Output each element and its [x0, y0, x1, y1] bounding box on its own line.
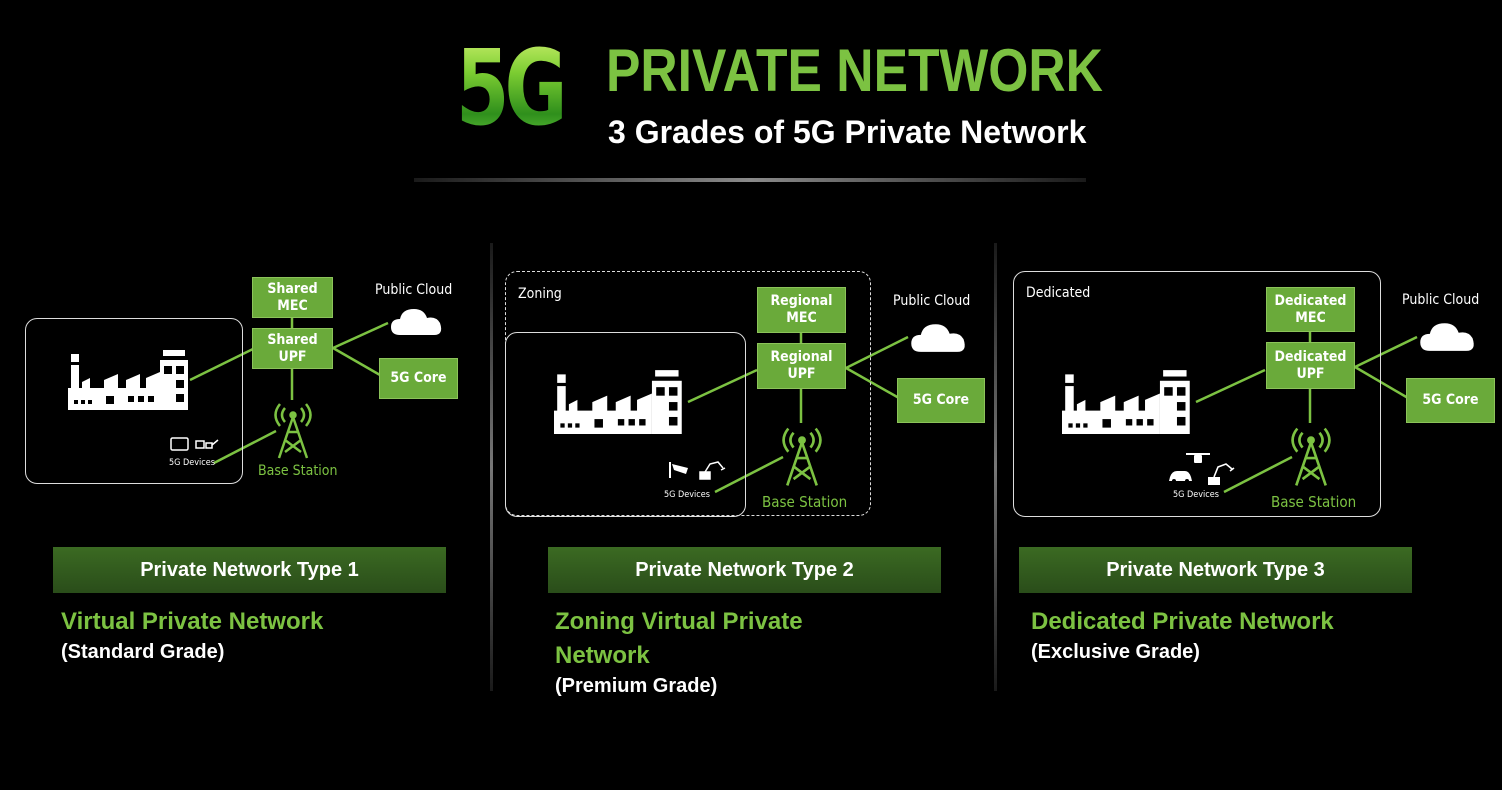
type-3-section: Private Network Type 3 Dedicated Private… — [1019, 547, 1412, 665]
5g-core-box: 5G Core — [379, 358, 458, 399]
upf-box: Regional UPF — [757, 343, 846, 389]
devices-label: 5G Devices — [1173, 490, 1219, 500]
type-2-section: Private Network Type 2 Zoning Virtual Pr… — [548, 547, 941, 699]
upf-box: Dedicated UPF — [1266, 342, 1355, 389]
column-divider — [994, 243, 997, 691]
page-title: PRIVATE NETWORK — [606, 37, 1103, 104]
column-divider — [490, 243, 493, 691]
type-name: Dedicated Private Network — [1031, 608, 1334, 635]
cloud-icon — [1420, 323, 1474, 351]
upf-box: Shared UPF — [252, 328, 333, 369]
type-bar: Private Network Type 3 — [1019, 547, 1412, 593]
type-grade: (Premium Grade) — [555, 675, 718, 697]
devices-label: 5G Devices — [169, 458, 215, 468]
zone-label: Zoning — [518, 286, 562, 302]
header-divider — [414, 178, 1086, 182]
upf-label-line2: UPF — [787, 366, 816, 382]
enterprise-site-box — [505, 332, 746, 517]
dedicated-site-box — [1013, 271, 1381, 517]
type-name: Zoning Virtual Private — [555, 608, 803, 635]
mec-label-line1: Shared — [267, 280, 318, 297]
mec-box: Dedicated MEC — [1266, 287, 1355, 332]
base-station-label: Base Station — [762, 493, 848, 511]
type-1-section: Private Network Type 1 Virtual Private N… — [53, 547, 446, 665]
base-station-icon — [782, 427, 822, 486]
type-bar: Private Network Type 2 — [548, 547, 941, 593]
public-cloud-label: Public Cloud — [375, 282, 453, 298]
type-name: Virtual Private Network — [61, 608, 324, 635]
devices-label: 5G Devices — [664, 490, 710, 500]
upf-label-line1: Dedicated — [1274, 348, 1347, 365]
type-grade: (Standard Grade) — [61, 641, 225, 663]
base-station-label: Base Station — [258, 463, 338, 479]
device-icons — [1169, 453, 1235, 485]
5g-core-box: 5G Core — [897, 378, 985, 423]
cloud-icon — [391, 309, 442, 335]
factory-icon — [68, 350, 188, 410]
5g-core-box: 5G Core — [1406, 378, 1495, 423]
public-cloud-label: Public Cloud — [893, 293, 971, 309]
device-icons — [669, 461, 726, 480]
upf-label-line2: UPF — [1296, 365, 1325, 382]
public-cloud-label: Public Cloud — [1402, 292, 1480, 308]
upf-label-line1: Shared — [267, 331, 318, 348]
5g-logo: 5G — [456, 27, 567, 149]
mec-box: Regional MEC — [757, 287, 846, 333]
page-subtitle: 3 Grades of 5G Private Network — [608, 114, 1087, 150]
type-bar: Private Network Type 1 — [53, 547, 446, 593]
mec-box: Shared MEC — [252, 277, 333, 318]
zone-label: Dedicated — [1026, 285, 1091, 301]
mec-label-line2: MEC — [1295, 309, 1326, 326]
factory-icon — [1062, 370, 1190, 434]
mec-label-line2: MEC — [277, 297, 308, 314]
mec-label-line2: MEC — [786, 310, 817, 326]
upf-label-line2: UPF — [278, 348, 307, 365]
mec-label-line1: Regional — [770, 293, 833, 309]
cloud-icon — [911, 324, 965, 352]
type-name-line2: Network — [555, 642, 650, 669]
factory-icon — [554, 370, 682, 434]
device-icons — [170, 437, 219, 451]
upf-label-line1: Regional — [770, 349, 833, 365]
enterprise-site-box — [25, 318, 243, 484]
mec-label-line1: Dedicated — [1274, 292, 1347, 309]
type-grade: (Exclusive Grade) — [1031, 641, 1200, 663]
base-station-icon — [1291, 427, 1331, 486]
base-station-label: Base Station — [1271, 493, 1357, 511]
base-station-icon — [274, 403, 312, 459]
